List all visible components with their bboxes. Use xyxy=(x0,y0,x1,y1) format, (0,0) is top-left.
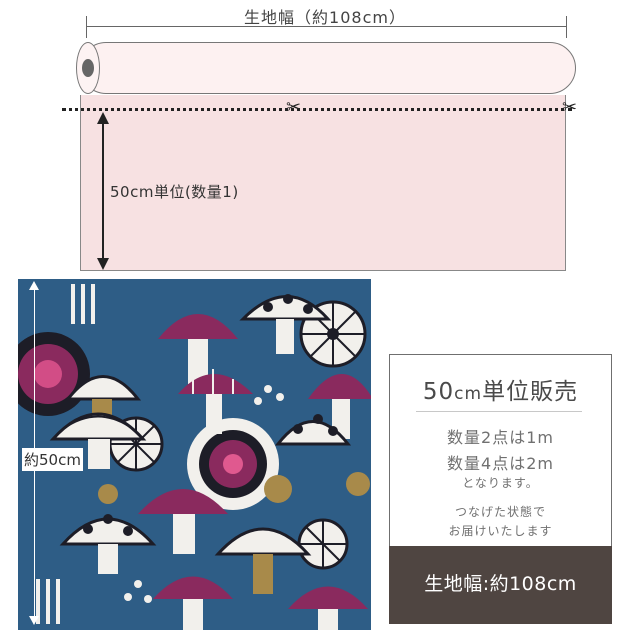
info-line-quantity-4: 数量4点は2m xyxy=(447,454,554,473)
width-tick-right xyxy=(566,16,567,38)
info-line-joined: つなげた状態で xyxy=(454,505,546,519)
unit-length-label: 50cm単位(数量1) xyxy=(110,183,239,201)
mushroom-motif xyxy=(274,414,352,446)
fabric-sheet xyxy=(80,95,566,271)
arrow-up-icon xyxy=(29,281,39,290)
mushroom-motif xyxy=(153,576,233,630)
scissors-icon: ✂ xyxy=(562,97,578,118)
flower-motif xyxy=(187,418,279,510)
dot-motif xyxy=(124,385,284,603)
info-title-unit: cm xyxy=(454,384,483,404)
width-dimension-line xyxy=(86,26,566,27)
info-divider xyxy=(416,411,582,412)
width-tick-left xyxy=(86,16,87,38)
info-line-quantity-2: 数量2点は1m xyxy=(447,428,554,447)
mushroom-motif xyxy=(59,514,157,574)
arrow-down-icon xyxy=(29,616,39,625)
cut-line xyxy=(62,108,572,111)
scissors-icon: ✂ xyxy=(286,97,302,118)
mushroom-motif xyxy=(288,586,368,630)
fabric-roll xyxy=(80,42,576,94)
stripe-motif xyxy=(71,284,95,324)
info-line-result: となります。 xyxy=(462,476,539,490)
info-line-delivery: お届けいたします xyxy=(448,524,553,538)
info-title: 50cm単位販売 xyxy=(389,372,612,406)
arrow-up-icon xyxy=(97,112,109,124)
mushroom-motif xyxy=(214,527,312,594)
mushroom-motif xyxy=(158,314,238,384)
mushroom-motif xyxy=(239,294,332,354)
info-title-number: 50 xyxy=(422,379,455,405)
arrow-down-icon xyxy=(97,258,109,270)
mushroom-motif xyxy=(178,369,253,434)
mushroom-motif xyxy=(138,489,228,554)
info-title-rest: 単位販売 xyxy=(482,379,579,405)
mushroom-motif xyxy=(49,412,147,469)
fabric-width-band xyxy=(389,546,612,624)
fabric-width-label: 生地幅（約108cm） xyxy=(244,8,406,27)
fabric-roll-core xyxy=(82,59,94,77)
length-dimension-line xyxy=(102,122,104,262)
gold-accent xyxy=(98,472,370,504)
photo-length-label: 約50cm xyxy=(22,448,83,471)
wheel-motif xyxy=(297,518,349,570)
fabric-width-band-text: 生地幅:約108cm xyxy=(424,573,577,595)
